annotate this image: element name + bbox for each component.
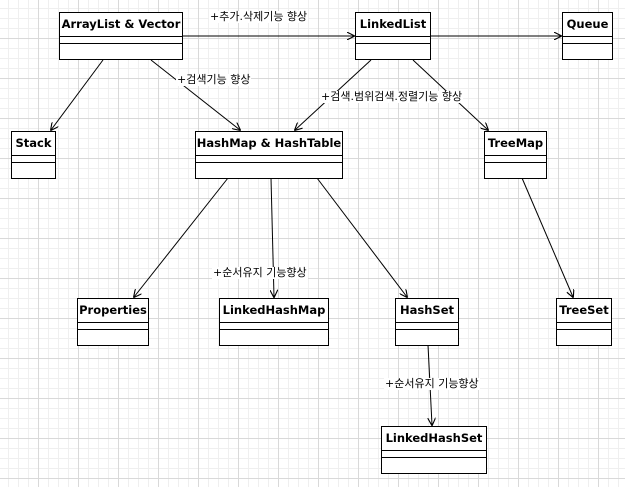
class-linkedhashmap[interactable]: LinkedHashMap xyxy=(219,298,329,346)
class-treemap[interactable]: TreeMap xyxy=(484,131,547,179)
class-name: TreeSet xyxy=(557,299,611,323)
class-name: Queue xyxy=(563,13,612,37)
class-name: HashMap & HashTable xyxy=(196,132,342,156)
edge-hashmap-linkedhashmap xyxy=(271,177,274,297)
label-order-keep-set: +순서유지 기능향상 xyxy=(384,377,480,390)
label-search: +검색기능 향상 xyxy=(176,73,252,86)
class-name: HashSet xyxy=(396,299,458,323)
class-arraylist-vector[interactable]: ArrayList & Vector xyxy=(59,12,183,60)
label-search-range-sort: +검색.범위검색.정렬기능 향상 xyxy=(320,90,464,103)
class-name: Properties xyxy=(78,299,148,323)
edge-arraylist-hashmap xyxy=(150,59,240,130)
class-queue[interactable]: Queue xyxy=(562,12,613,60)
label-order-keep-map: +순서유지 기능향상 xyxy=(212,266,308,279)
class-name: TreeMap xyxy=(485,132,546,156)
edge-treemap-treeset xyxy=(521,177,573,297)
class-linkedhashset[interactable]: LinkedHashSet xyxy=(381,426,487,474)
edge-hashmap-properties xyxy=(134,177,229,297)
class-properties[interactable]: Properties xyxy=(77,298,149,346)
class-name: Stack xyxy=(12,132,55,156)
class-stack[interactable]: Stack xyxy=(11,131,56,179)
class-hashset[interactable]: HashSet xyxy=(395,298,459,346)
class-linkedlist[interactable]: LinkedList xyxy=(355,12,431,60)
class-name: LinkedList xyxy=(356,13,430,37)
class-name: ArrayList & Vector xyxy=(60,13,182,37)
label-add-delete: +추가.삭제기능 향상 xyxy=(209,10,309,23)
class-name: LinkedHashMap xyxy=(220,299,328,323)
class-name: LinkedHashSet xyxy=(382,427,486,451)
class-treeset[interactable]: TreeSet xyxy=(556,298,612,346)
edge-hashmap-hashset xyxy=(316,177,407,297)
class-hashmap-hashtable[interactable]: HashMap & HashTable xyxy=(195,131,343,179)
edge-arraylist-stack xyxy=(51,59,104,130)
